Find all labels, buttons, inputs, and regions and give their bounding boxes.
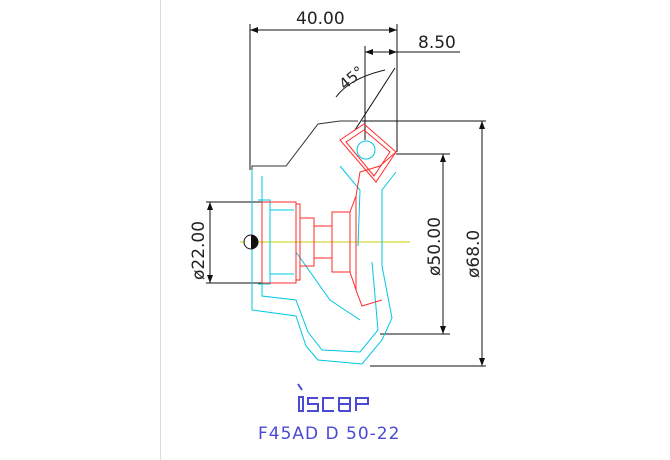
center-mark-icon xyxy=(243,234,259,250)
iscar-logo xyxy=(297,383,369,412)
drawing-sheet xyxy=(160,0,670,460)
cutter-profile xyxy=(251,120,358,170)
dim-outer-diameter: ø68.0 xyxy=(464,230,484,278)
dim-offset: 8.50 xyxy=(418,33,456,53)
insert-screw-icon xyxy=(356,140,376,160)
dim-overall-length: 40.00 xyxy=(296,9,345,29)
cutter-body-outline xyxy=(251,165,397,365)
cutting-insert xyxy=(339,123,397,183)
dim-cutting-diameter: ø50.00 xyxy=(425,217,445,276)
dimension-arrows xyxy=(207,27,485,366)
dim-angle: 45° xyxy=(336,62,368,93)
dim-bore-diameter: ø22.00 xyxy=(189,221,209,280)
cutter-internals xyxy=(261,151,397,307)
model-designation: F45AD D 50-22 xyxy=(258,424,400,444)
dimension-lines xyxy=(206,24,486,367)
